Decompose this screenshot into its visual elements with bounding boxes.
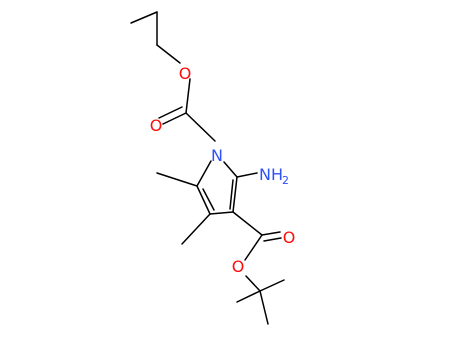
ring-c3-c2-inner — [229, 179, 234, 210]
ester-carbonyl-a — [261, 231, 281, 236]
ester-o-bond — [244, 234, 263, 261]
ethyl-o-bond — [156, 44, 181, 64]
methyl-4-bond — [181, 213, 211, 245]
ester-o-c-bond — [185, 78, 191, 114]
carbonyl-double-a — [162, 112, 187, 125]
atom-n-pyrrole: N — [211, 146, 223, 165]
ring-c5-c4 — [196, 185, 211, 215]
linker-ch2-bond — [185, 112, 216, 142]
amino-bond — [236, 172, 258, 178]
c3-ester-c-bond — [232, 211, 263, 236]
atom-o-carbonyl-top: O — [150, 116, 163, 135]
bonds — [130, 11, 285, 325]
ring-c5-c4-inner — [202, 188, 215, 211]
tbu-methyl-1 — [259, 279, 285, 292]
o-tbu-bond — [245, 275, 261, 292]
amino-subscript: 2 — [282, 174, 289, 187]
atom-o-ester-oxygen-top: O — [179, 64, 192, 83]
carbonyl-double-b — [158, 106, 183, 119]
tbu-methyl-2 — [236, 290, 261, 303]
atom-amino-nh2: NH 2 — [259, 165, 289, 187]
ethyl-ch3-bond — [130, 11, 158, 24]
ring-c3-c2 — [232, 176, 238, 213]
atom-o-ester-oxygen-bottom: O — [232, 257, 245, 276]
tbu-methyl-3 — [259, 290, 269, 325]
ester-carbonyl-b — [263, 237, 282, 242]
atom-o-carbonyl-bottom: O — [283, 228, 296, 247]
amino-label: NH — [259, 165, 283, 184]
ring-c4-c3 — [209, 211, 234, 215]
ring-n-c5 — [196, 160, 212, 187]
methyl-5-bond — [156, 172, 198, 187]
ring-c2-n — [223, 161, 238, 178]
